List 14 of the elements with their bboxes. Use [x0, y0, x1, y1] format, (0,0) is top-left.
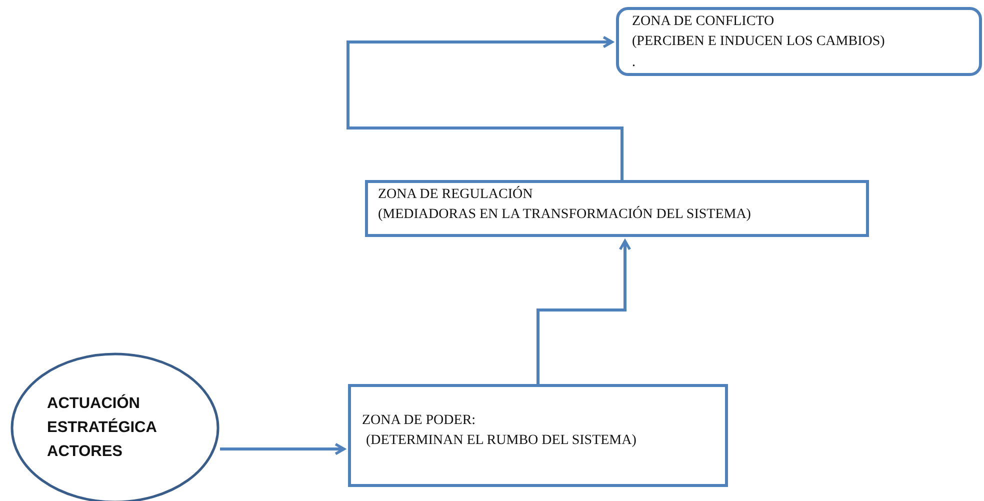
node-description: (PERCIBEN E INDUCEN LOS CAMBIOS) [632, 33, 886, 52]
process-box [365, 180, 869, 237]
node-title: ZONA DE PODER: [362, 412, 477, 430]
node-description: (MEDIADORAS EN LA TRANSFORMACIÓN DEL SISTEMA) [378, 205, 752, 224]
node-title: ZONA DE REGULACIÓN [378, 185, 534, 204]
node-note: . [632, 54, 636, 72]
node-label: ACTUACIÓN ESTRATÉGICA ACTORES [47, 393, 158, 462]
rounded-box [616, 7, 982, 76]
process-box [348, 384, 728, 487]
arrow [220, 442, 346, 456]
node-description: (DETERMINAN EL RUMBO DEL SISTEMA) [365, 432, 638, 450]
arrow [346, 36, 624, 180]
arrow [536, 240, 632, 384]
node-title: ZONA DE CONFLICTO [632, 13, 776, 31]
